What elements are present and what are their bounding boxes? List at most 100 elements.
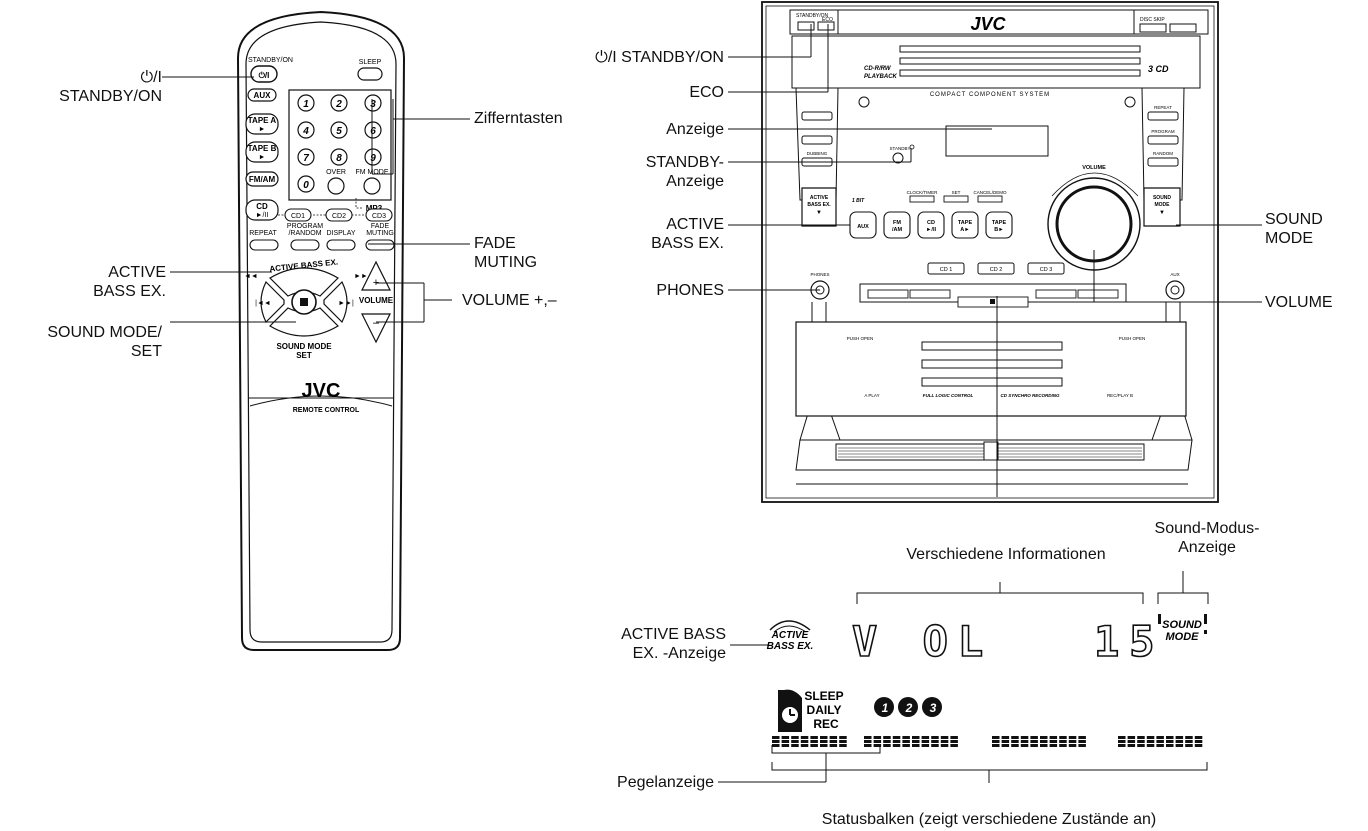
level-segment xyxy=(1166,744,1174,747)
display-label-status: Statusbalken (zeigt verschiedene Zuständ… xyxy=(821,811,1157,828)
remote-next-button[interactable] xyxy=(323,280,348,324)
remote-tape-a-text: TAPE A xyxy=(248,116,277,125)
unit-program-button[interactable] xyxy=(1147,135,1179,145)
level-segment xyxy=(950,744,958,747)
remote-digit-3[interactable] xyxy=(364,94,382,112)
level-segment xyxy=(892,736,901,739)
remote-label-active-bass: ACTIVE BASS EX. xyxy=(93,264,166,300)
remote-digit-5[interactable] xyxy=(330,121,348,139)
level-segment xyxy=(1146,740,1155,743)
remote-digit-6[interactable] xyxy=(364,121,382,139)
remote-sleep-button[interactable] xyxy=(357,67,383,81)
remote-fm-mode-button[interactable] xyxy=(363,177,381,195)
unit-cd2-text: CD 2 xyxy=(990,267,1003,273)
unit-dubbing-button[interactable] xyxy=(801,111,833,121)
unit-tape-b-button[interactable] xyxy=(985,211,1013,239)
level-segment xyxy=(950,740,958,743)
unit-preset-down-button[interactable] xyxy=(1035,289,1077,299)
remote-digit-9[interactable] xyxy=(364,148,382,166)
remote-digit-0[interactable] xyxy=(297,175,315,193)
unit-set-button[interactable] xyxy=(943,195,969,203)
level-segment xyxy=(1068,740,1077,743)
display-sleep: SLEEP xyxy=(804,689,843,703)
level-segment xyxy=(1118,736,1126,739)
remote-cd-button[interactable] xyxy=(245,199,279,221)
remote-cd1-button[interactable] xyxy=(284,208,312,222)
remote-digit-4[interactable] xyxy=(297,121,315,139)
stop-icon xyxy=(300,298,308,306)
unit-tape-a-button[interactable] xyxy=(951,211,979,239)
level-segment xyxy=(992,744,1000,747)
unit-cd-rec-button[interactable] xyxy=(801,135,833,145)
unit-standby-button[interactable] xyxy=(797,21,815,31)
remote-cd3-text: CD3 xyxy=(372,213,386,220)
unit-preset-up-button[interactable] xyxy=(1077,289,1119,299)
level-segment xyxy=(1059,740,1067,743)
unit-label-eco: ECO xyxy=(689,84,724,101)
display-label-active-bass: ACTIVE BASS EX. -Anzeige xyxy=(621,626,726,662)
unit-active-bass-button[interactable] xyxy=(801,187,837,227)
level-segment xyxy=(1185,740,1193,743)
remote-display-button[interactable] xyxy=(326,239,356,251)
unit-fm-am-button[interactable] xyxy=(883,211,911,239)
level-segment xyxy=(800,736,809,739)
unit-cd-eject-button[interactable] xyxy=(1169,23,1197,33)
level-segment xyxy=(1137,740,1145,743)
remote-prev-button[interactable] xyxy=(260,280,285,324)
disc-icon-1 xyxy=(874,697,894,717)
unit-clock-timer-button[interactable] xyxy=(909,195,935,203)
remote-volume-down-button[interactable] xyxy=(361,313,391,344)
level-segment xyxy=(1030,740,1038,743)
unit-cd1-button[interactable] xyxy=(927,262,965,275)
unit-program-text: PROGRAM xyxy=(1151,129,1175,134)
unit-cd3-text: CD 3 xyxy=(1040,267,1053,273)
level-segment xyxy=(921,736,930,739)
unit-cd2-button[interactable] xyxy=(977,262,1015,275)
level-segment xyxy=(1127,744,1136,747)
level-segment xyxy=(892,744,901,747)
remote-tape-b-button[interactable] xyxy=(245,141,279,163)
level-segment xyxy=(883,736,891,739)
remote-program-button[interactable] xyxy=(290,239,320,251)
disc-icon-2 xyxy=(898,697,918,717)
remote-cd2-button[interactable] xyxy=(325,208,353,222)
display-panel: ACTIVE BASS EX. V OL 15 SOUND MODE SLEEP… xyxy=(767,614,1207,747)
unit-disc-skip-button[interactable] xyxy=(1139,23,1167,33)
remote-repeat-button[interactable] xyxy=(249,239,279,251)
unit-standby-on-text: STANDBY/ON xyxy=(796,13,829,19)
remote-digit-8[interactable] xyxy=(330,148,348,166)
unit-mode-text: MODE xyxy=(1155,202,1171,208)
remote-tape-a-button[interactable] xyxy=(245,113,279,135)
unit-push-open-right: PUSH OPEN xyxy=(1119,336,1146,341)
remote-over-button[interactable] xyxy=(327,177,345,195)
remote-digit-2[interactable] xyxy=(330,94,348,112)
level-segment xyxy=(1001,740,1010,743)
unit-cd3-button[interactable] xyxy=(1027,262,1065,275)
remote-fade-muting-button[interactable] xyxy=(365,239,395,251)
remote-digit-7[interactable] xyxy=(297,148,315,166)
unit-eco-button[interactable] xyxy=(817,21,835,31)
remote-fm-am-button[interactable] xyxy=(245,171,279,187)
digit-label: 7 xyxy=(303,153,309,164)
unit-cancel-demo-button[interactable] xyxy=(977,195,1003,203)
unit-repeat-button[interactable] xyxy=(1147,111,1179,121)
level-segment xyxy=(912,744,920,747)
unit-tuning-down-button[interactable] xyxy=(867,289,909,299)
remote-cd3-button[interactable] xyxy=(365,208,393,222)
unit-sound-mode-button[interactable] xyxy=(1143,187,1181,227)
remote-control: STANDBY/ON ⏻/I SLEEP AUX TAPE A ► TAPE B… xyxy=(236,10,406,651)
unit-volume-text: VOLUME xyxy=(1082,165,1106,171)
fast-forward-icon: ►► xyxy=(354,273,368,280)
unit-random-button[interactable] xyxy=(1147,157,1179,167)
remote-aux-button[interactable] xyxy=(247,88,277,102)
unit-cd-play-button[interactable] xyxy=(917,211,945,239)
level-segment xyxy=(1011,740,1019,743)
level-segment xyxy=(1127,736,1136,739)
level-segment xyxy=(829,740,838,743)
remote-standby-button[interactable] xyxy=(250,65,278,83)
unit-tuning-up-button[interactable] xyxy=(909,289,951,299)
remote-sound-mode-text: SOUND MODE xyxy=(276,342,332,351)
remote-digit-1[interactable] xyxy=(297,94,315,112)
unit-disc-skip-text: DISC SKIP xyxy=(1140,17,1165,23)
